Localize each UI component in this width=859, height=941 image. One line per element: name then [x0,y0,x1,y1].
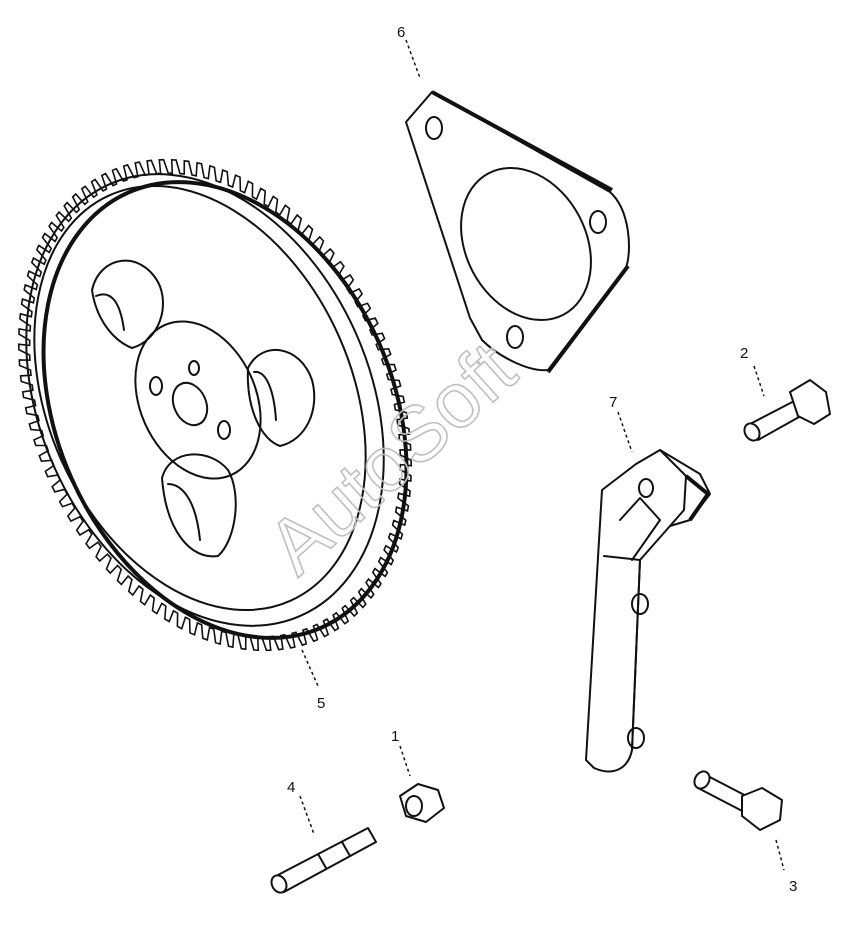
bracket-outline [585,449,711,773]
stud-thread-marks [317,841,351,869]
gear-hub [134,320,262,480]
bracket-arm-edge [603,555,641,751]
bracket-top-block-side [684,474,711,522]
leader-6 [405,39,421,79]
gear-bolt-hole [188,360,200,376]
leader-7 [617,411,633,453]
bracket-top-block-edge [659,449,687,527]
gear-web-hole-bottom-edge [167,483,201,541]
bracket-part-7 [585,449,711,773]
gear-hub-bore [171,381,209,427]
nut-part-1 [399,783,445,823]
gear-web-hole-top-edge [95,293,125,331]
gear-bolt-hole [149,376,163,396]
gear-rim-front [25,173,385,627]
gasket-bolt-hole [506,325,524,349]
bolt-part-3 [693,770,783,831]
gear-part-5 [17,158,413,652]
gear-web-hole-top [91,259,164,349]
gear-bolt-hole [217,420,231,440]
gasket-plate-outline [405,91,630,372]
gasket-center-opening [460,166,592,322]
leader-5 [301,649,319,687]
callout-6: 6 [397,24,405,41]
leader-1 [399,745,411,777]
bolt-part-2 [743,379,831,442]
callout-5: 5 [317,695,325,712]
stud-part-4 [270,827,377,894]
callout-2: 2 [740,345,748,362]
stud-end [270,874,288,894]
gasket-plate-edge [431,90,630,374]
gasket-bolt-hole [589,210,607,234]
gear-web-hole-bottom [161,453,237,558]
callout-4: 4 [287,779,295,796]
gear-web-hole-right-edge [253,370,277,421]
bolt-2-tip [743,422,761,442]
leader-2 [753,365,765,397]
bolt-3-head [741,787,783,831]
bracket-hole [627,727,645,749]
nut-bore [405,795,423,817]
gear-rim-back [41,180,409,640]
gasket-plate-part-6 [405,90,630,374]
leader-4 [299,795,315,835]
bracket-hole [638,478,654,498]
callout-7: 7 [609,394,617,411]
gear-web-hole-right [246,348,316,447]
callout-3: 3 [789,878,797,895]
leader-3 [775,839,785,871]
bolt-3-tip [693,770,711,790]
callout-1: 1 [391,728,399,745]
stud-body [275,827,377,893]
bolt-2-head [789,379,831,425]
gear-face-ring [33,184,367,612]
gasket-bolt-hole [425,116,443,140]
bracket-hole [631,593,649,615]
bracket-web [619,497,661,561]
